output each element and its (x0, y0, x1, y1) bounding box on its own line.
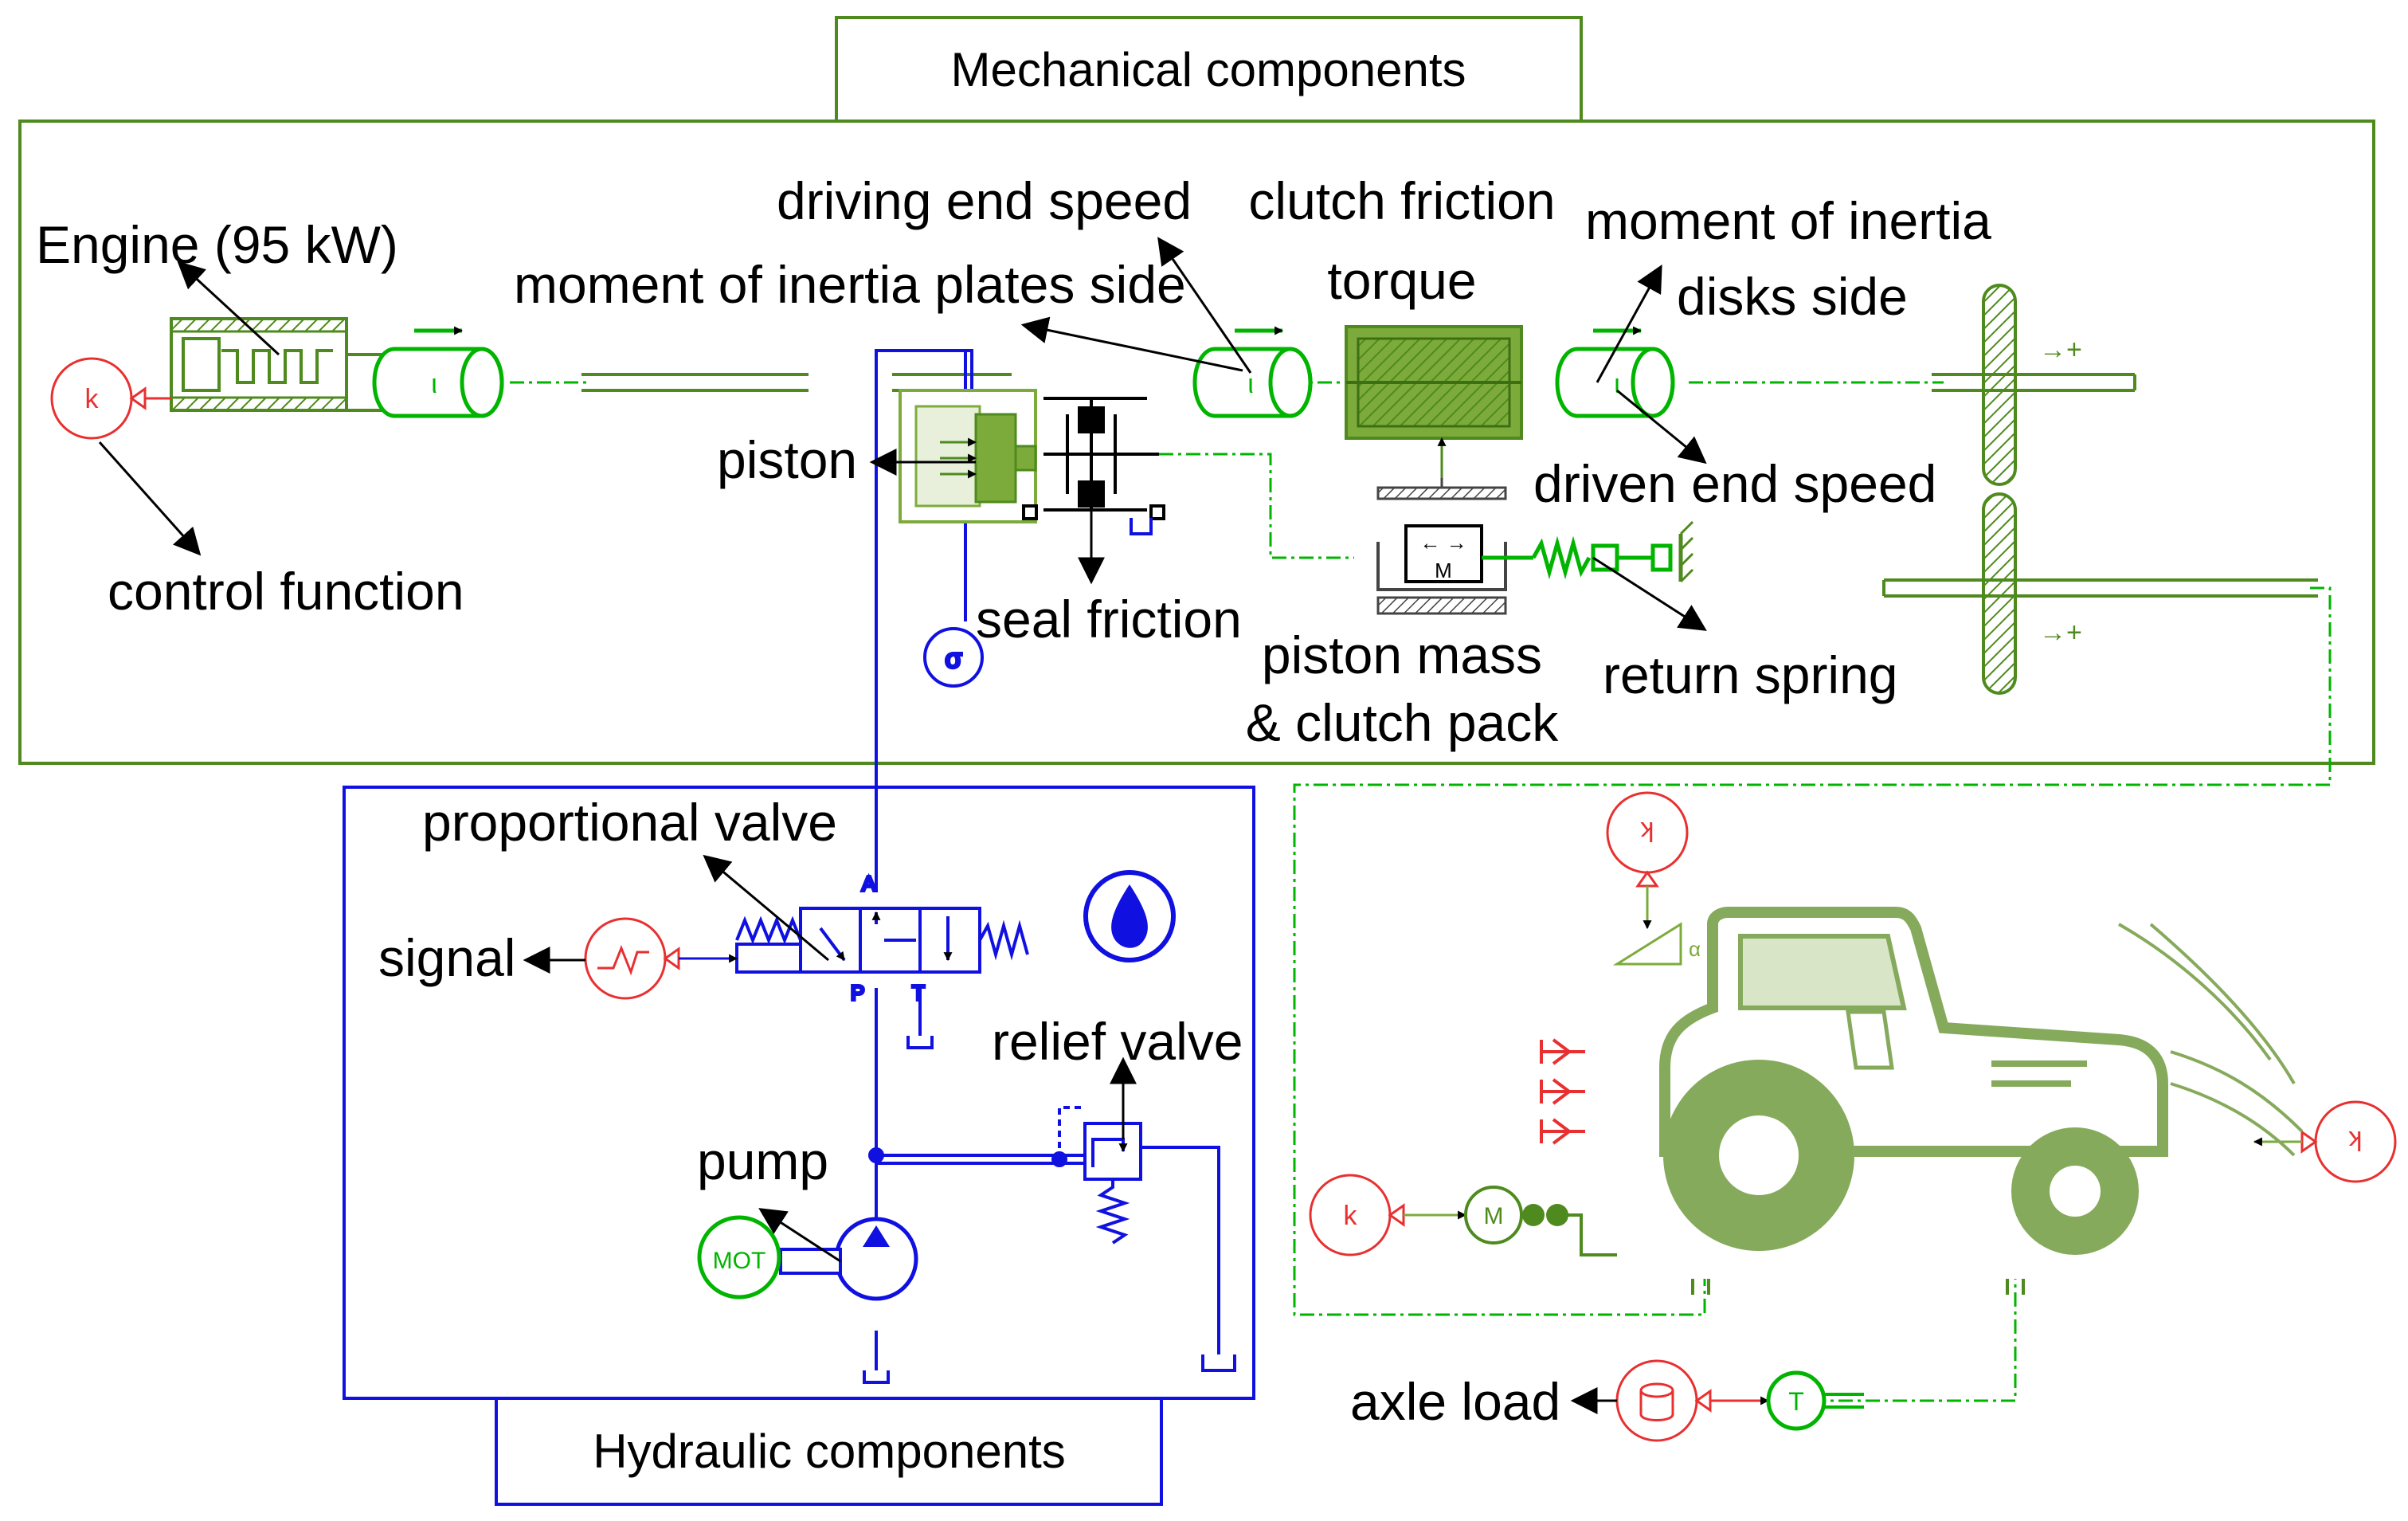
shaft-connections (510, 381, 2332, 1402)
hydraulic-frame: Hydraulic components (343, 786, 1255, 1506)
label-proportional-valve: proportional valve (422, 793, 837, 852)
label-piston-mass-1: piston mass (1262, 625, 1542, 684)
k-symbol: k (85, 384, 100, 414)
svg-text:A: A (862, 872, 876, 896)
hydraulic-fluid-icon (1083, 870, 1176, 962)
svg-text:M: M (1435, 559, 1452, 582)
proportional-valve-symbol: A P T (735, 870, 1029, 1006)
hydraulic-title-box (495, 1397, 1163, 1506)
label-piston-mass-2: & clutch pack (1246, 693, 1560, 752)
mechanical-title-box (835, 16, 1583, 123)
wind-source: k (2253, 1100, 2397, 1183)
mechanical-title: Mechanical components (950, 43, 1466, 96)
svg-text:α: α (1689, 937, 1701, 961)
label-moi-plates: moment of inertia plates side (514, 255, 1186, 314)
svg-text:→+: →+ (2039, 617, 2082, 648)
svg-text:M: M (1484, 1203, 1504, 1229)
pump-motor: MOT (697, 1215, 781, 1300)
relief-valve-symbol (1083, 1122, 1142, 1245)
label-moi-disks-2: disks side (1677, 267, 1908, 326)
label-relief-valve: relief valve (992, 1012, 1243, 1071)
svg-text:← →: ← → (1419, 531, 1466, 555)
drivetrain-shafts (581, 373, 2318, 598)
plates-side-inertia: ι (1192, 326, 1313, 418)
axle-load-source: T (1615, 1359, 1864, 1442)
drive-torque-source: k M (1309, 1174, 1617, 1256)
label-engine: Engine (95 kW) (36, 215, 398, 274)
pump-symbol (779, 1217, 918, 1301)
label-driven-end-speed: driven end speed (1533, 454, 1936, 513)
svg-text:P: P (851, 981, 864, 1005)
label-torque: torque (1327, 251, 1476, 310)
seal-friction-element (1022, 397, 1165, 535)
diagram-labels: Engine (95 kW) driving end speed clutch … (36, 171, 1991, 1431)
label-driving-end-speed: driving end speed (777, 171, 1192, 230)
label-pump: pump (697, 1131, 828, 1190)
label-control-function: control function (108, 562, 464, 621)
valve-signal-source (584, 917, 738, 1000)
piston-mass-element: ← → M (1376, 478, 1507, 615)
svg-text:k: k (1344, 1201, 1358, 1231)
svg-text:MOT: MOT (713, 1248, 766, 1274)
svg-text:k: k (2348, 1125, 2363, 1155)
svg-text:ι: ι (1614, 369, 1620, 399)
inertia-symbol: ι (431, 369, 437, 399)
svg-text:k: k (1640, 816, 1654, 846)
svg-text:σ: σ (946, 644, 962, 674)
svg-text:→+: →+ (2039, 335, 2082, 365)
clutch-friction-block (1345, 325, 1523, 478)
gear-pair: →+ →+ (1982, 284, 2082, 695)
mechanical-frame: Mechanical components (18, 16, 2375, 765)
svg-text:T: T (1788, 1387, 1804, 1416)
label-seal-friction: seal friction (976, 590, 1242, 649)
tire-parameter-marks (1540, 1038, 1585, 1145)
label-moi-disks-1: moment of inertia (1585, 191, 1991, 250)
return-spring-element (1482, 520, 1694, 583)
piston-chamber (899, 389, 1037, 523)
label-axle-load: axle load (1350, 1372, 1560, 1431)
slope-source: k α (1606, 791, 1701, 966)
hydraulic-lines (863, 755, 1236, 1384)
pressure-sensor (923, 627, 984, 688)
svg-text:ι: ι (1247, 369, 1254, 399)
disks-side-inertia: ι (1555, 326, 1675, 418)
engine-inertia: ι (372, 326, 504, 418)
label-piston: piston (717, 430, 857, 489)
engine-control-source: k (50, 357, 171, 440)
label-return-spring: return spring (1603, 645, 1898, 704)
hydraulic-title: Hydraulic components (593, 1425, 1066, 1478)
engine-block (170, 317, 392, 412)
label-clutch-friction: clutch friction (1248, 171, 1555, 230)
label-signal: signal (378, 928, 515, 987)
callout-arrows (98, 237, 1707, 1414)
tractor-body (1659, 907, 2304, 1295)
svg-text:T: T (912, 981, 925, 1005)
